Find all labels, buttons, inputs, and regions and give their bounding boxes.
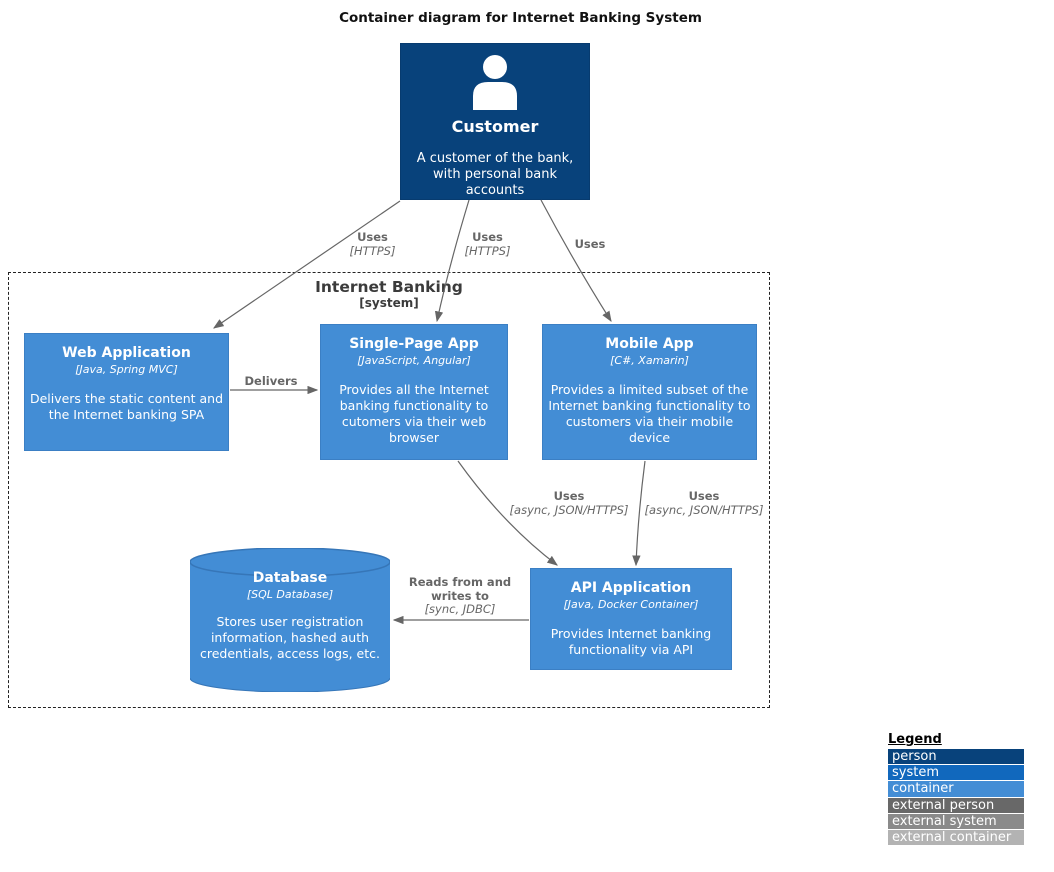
- node-customer: Customer A customer of the bank, with pe…: [400, 43, 590, 200]
- boundary-type: [system]: [359, 296, 419, 310]
- legend-title: Legend: [888, 732, 942, 747]
- edge-label-customer-spa: Uses [HTTPS]: [464, 230, 511, 258]
- node-api-application: API Application [Java, Docker Container]…: [530, 568, 732, 670]
- legend-item-person: person: [888, 749, 1024, 765]
- legend-item-container: container: [888, 781, 1024, 797]
- node-description: Delivers the static content and the Inte…: [29, 391, 224, 422]
- edge-label-api-database: Reads from and writes to [sync, JDBC]: [408, 575, 512, 616]
- node-single-page-app: Single-Page App [JavaScript, Angular] Pr…: [320, 324, 508, 460]
- node-description: Provides all the Internet banking functi…: [339, 382, 489, 445]
- node-description: Provides a limited subset of the Interne…: [548, 382, 751, 445]
- boundary-name: Internet Banking: [315, 278, 463, 296]
- node-description: Provides Internet banking functionality …: [550, 626, 712, 657]
- legend-item-external-system: external system: [888, 813, 1024, 829]
- legend-item-system: system: [888, 765, 1024, 781]
- edge-label-mobile-api: Uses [async, JSON/HTTPS]: [644, 489, 764, 517]
- edge-label-customer-webapp: Uses [HTTPS]: [349, 230, 396, 258]
- database-cylinder-icon: [190, 548, 390, 692]
- diagram-title: Container diagram for Internet Banking S…: [339, 10, 702, 26]
- edge-label-spa-api: Uses [async, JSON/HTTPS]: [509, 489, 629, 517]
- node-technology: [Java, Spring MVC]: [75, 363, 178, 376]
- node-web-application: Web Application [Java, Spring MVC] Deliv…: [24, 333, 229, 451]
- node-mobile-app: Mobile App [C#, Xamarin] Provides a limi…: [542, 324, 757, 460]
- node-name: Single-Page App: [349, 336, 479, 352]
- node-technology: [SQL Database]: [246, 588, 334, 601]
- node-name: Mobile App: [605, 336, 694, 352]
- legend-item-external-container: external container: [888, 829, 1024, 846]
- node-description: Stores user registration information, ha…: [200, 614, 380, 661]
- node-description: A customer of the bank, with personal ba…: [416, 151, 574, 198]
- legend-item-external-person: external person: [888, 797, 1024, 813]
- node-name: Web Application: [62, 345, 191, 361]
- node-name: Database: [252, 570, 328, 586]
- node-name: Customer: [451, 117, 539, 136]
- edge-label-webapp-spa: Delivers: [244, 374, 298, 388]
- person-icon: [401, 54, 589, 118]
- system-boundary-label: Internet Banking [system]: [8, 278, 770, 310]
- node-name: API Application: [570, 580, 692, 596]
- node-technology: [Java, Docker Container]: [563, 598, 699, 611]
- node-technology: [C#, Xamarin]: [610, 354, 689, 367]
- node-database: Database [SQL Database] Stores user regi…: [190, 548, 390, 692]
- node-technology: [JavaScript, Angular]: [357, 354, 471, 367]
- legend: Legend person system container external …: [888, 732, 1024, 846]
- edge-label-customer-mobile: Uses: [574, 237, 606, 251]
